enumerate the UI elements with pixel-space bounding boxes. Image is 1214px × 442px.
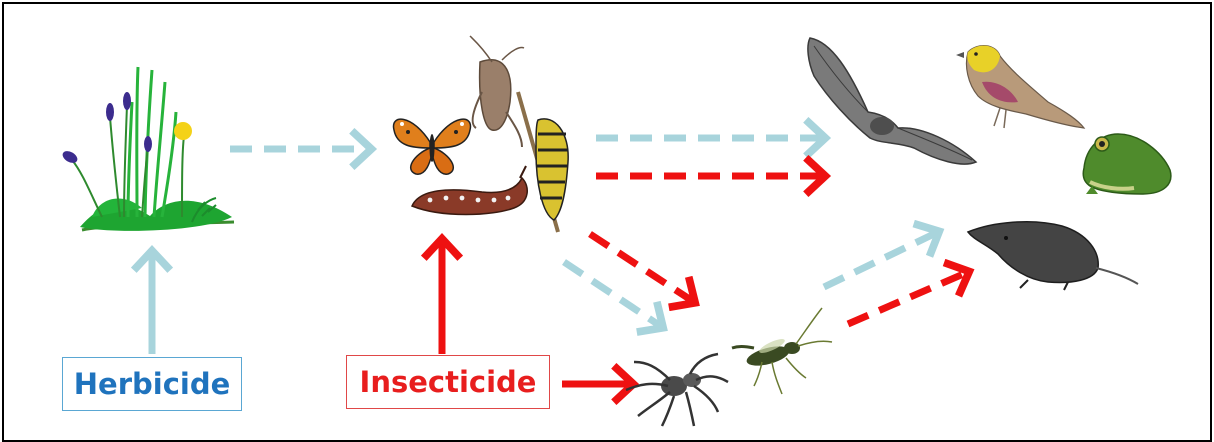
spider-icon — [626, 354, 728, 426]
arrow-wasp-to-shrew-insecticide — [848, 272, 968, 324]
wasp-icon — [732, 308, 832, 394]
plants-icon — [61, 67, 234, 231]
arrow-wasp-to-shrew-herbicide — [824, 232, 938, 287]
insecticide-label: Insecticide — [346, 355, 550, 409]
caterpillar-icon — [412, 119, 568, 220]
bat-icon — [808, 38, 976, 164]
shrew-icon — [968, 222, 1138, 290]
butterfly-icon — [394, 119, 471, 174]
bird-icon — [956, 46, 1084, 128]
herbicide-label: Herbicide — [62, 357, 242, 411]
frog-icon — [1083, 134, 1171, 194]
